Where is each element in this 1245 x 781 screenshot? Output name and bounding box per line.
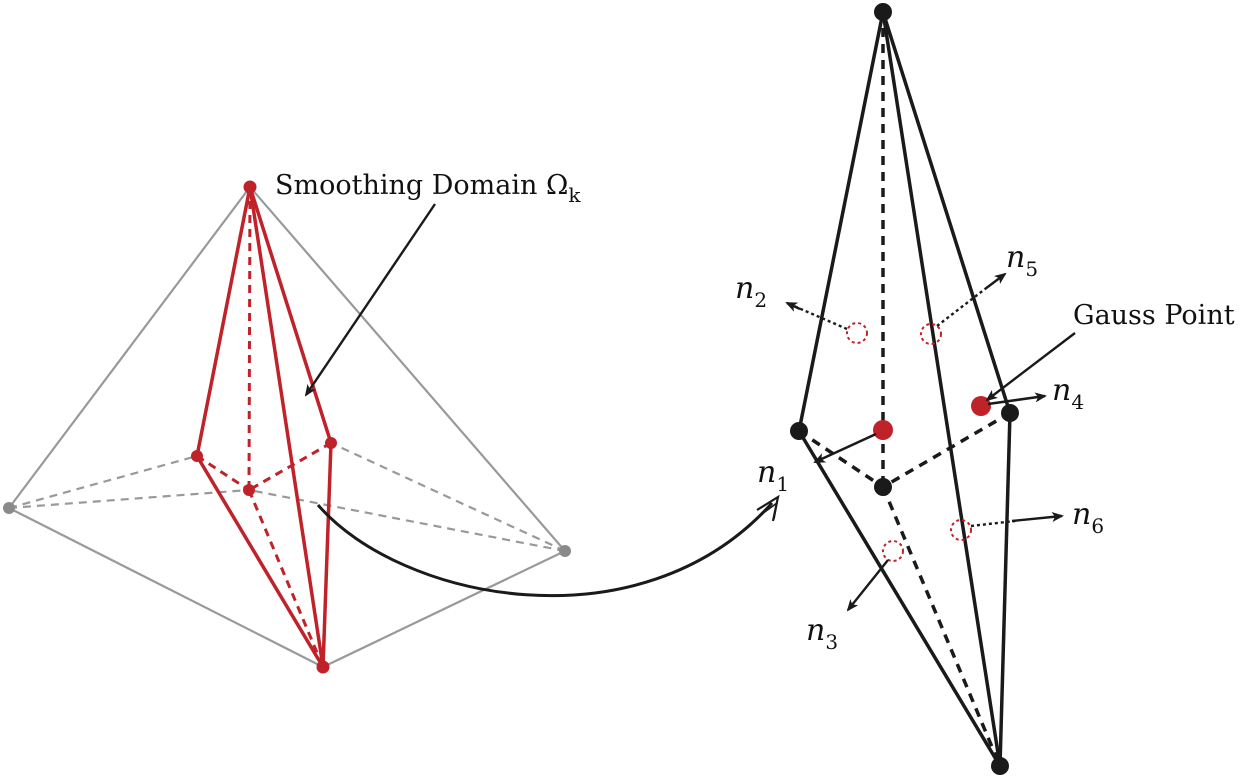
normal-arrow-n3 xyxy=(846,559,889,612)
smoothing-domain-pointer-arrow xyxy=(304,203,436,397)
hidden-gauss-point xyxy=(882,540,904,562)
domain-outline-edges xyxy=(797,10,1012,768)
transition-arrow xyxy=(316,494,780,598)
normal-arrow-n6-head xyxy=(1011,512,1064,523)
normal-label-n6: n6 xyxy=(1072,497,1104,538)
hidden-gauss-point xyxy=(920,323,942,345)
normal-label-n2: n2 xyxy=(735,271,767,312)
normal-label-n1: n1 xyxy=(757,455,789,496)
hidden-gauss-points xyxy=(846,322,972,562)
tetra-outer-edges xyxy=(8,186,566,668)
hidden-gauss-point xyxy=(950,519,972,541)
normal-arrow-n5-head xyxy=(984,272,1007,290)
domain-vertex xyxy=(316,660,330,674)
right-smoothing-domain xyxy=(785,3,1064,775)
hidden-gauss-point xyxy=(846,322,868,344)
domain-vertex xyxy=(874,478,892,496)
tetra-hidden-edges xyxy=(8,442,566,553)
gauss-point-pointer-arrow xyxy=(985,332,1076,402)
normal-arrow-n5 xyxy=(936,288,986,327)
domain-vertex xyxy=(991,757,1009,775)
mesh-vertex xyxy=(559,545,571,557)
normal-label-n3: n3 xyxy=(806,613,838,654)
domain-vertex xyxy=(874,3,892,21)
normal-arrow-n4 xyxy=(987,392,1047,406)
mesh-vertex xyxy=(3,502,15,514)
domain-vertex xyxy=(191,450,203,462)
normal-arrow-n6 xyxy=(970,519,1016,528)
domain-vertex xyxy=(243,180,257,194)
domain-vertex xyxy=(325,437,337,449)
normal-label-n4: n4 xyxy=(1052,373,1084,414)
left-tetrahedron xyxy=(3,180,571,674)
domain-vertex xyxy=(790,422,808,440)
gauss-point-label: Gauss Point xyxy=(1073,300,1235,331)
normal-arrow-n2-head xyxy=(785,301,801,312)
domain-vertex xyxy=(1001,404,1019,422)
normal-label-n5: n5 xyxy=(1006,240,1038,281)
domain-hidden-edges xyxy=(196,186,332,668)
normal-arrow-n1 xyxy=(813,432,877,464)
domain-hidden-outline-edges xyxy=(798,12,1011,767)
domain-vertex xyxy=(243,484,255,496)
smoothing-domain-label: Smoothing Domain Ωk xyxy=(275,170,581,207)
gauss-point xyxy=(873,420,893,440)
domain-solid-edges xyxy=(195,185,333,669)
